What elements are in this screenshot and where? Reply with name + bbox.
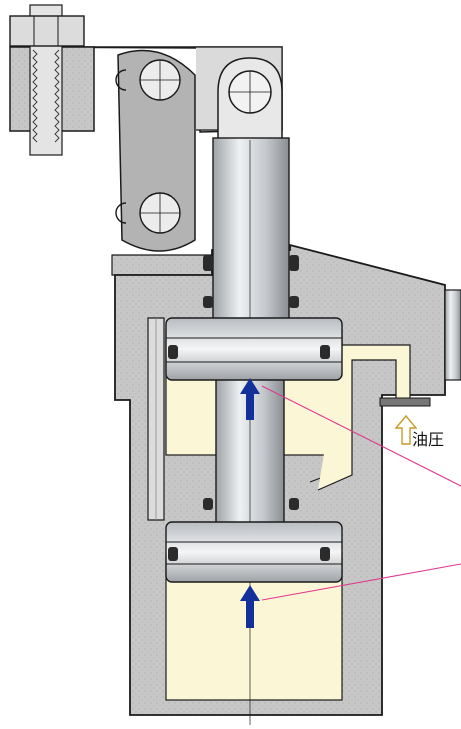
hydraulic-port-icon bbox=[444, 289, 461, 381]
rod-clevis bbox=[217, 57, 283, 141]
side-tube bbox=[147, 317, 165, 521]
pressure-arrow-icon bbox=[240, 378, 260, 628]
bolt-icon bbox=[9, 4, 85, 156]
upper-piston bbox=[165, 317, 343, 381]
lower-piston bbox=[165, 521, 343, 583]
oil-input-arrow-icon bbox=[394, 414, 418, 445]
pin-icon bbox=[115, 59, 181, 234]
oil-passage bbox=[309, 344, 431, 491]
oil-pressure-label: 油圧 bbox=[412, 430, 445, 449]
leader-lines bbox=[261, 385, 461, 601]
rod-seals bbox=[203, 255, 299, 510]
